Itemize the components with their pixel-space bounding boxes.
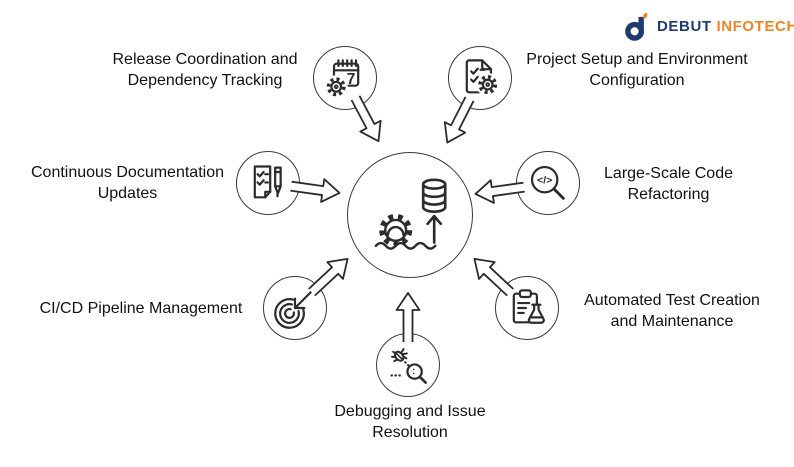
refactoring-label-line2: Refactoring	[627, 186, 710, 203]
checklist-gear-icon	[465, 59, 500, 97]
svg-text:7: 7	[347, 71, 356, 88]
release-label: Release Coordination and Dependency Trac…	[85, 49, 325, 91]
setup-arrow	[443, 96, 475, 144]
refactoring-node-circle: </>	[516, 151, 580, 215]
setup-label-line2: Configuration	[589, 72, 685, 89]
center-circle	[347, 152, 473, 278]
setup-label: Project Setup and Environment Configurat…	[517, 49, 757, 91]
debugging-label-line1: Debugging and Issue	[334, 403, 486, 420]
docs-label-line2: Updates	[97, 185, 158, 202]
logo-wordmark: DEBUT INFOTECH	[657, 18, 794, 35]
testing-label-line2: and Maintenance	[610, 313, 734, 330]
testing-label: Automated Test Creation and Maintenance	[567, 290, 777, 332]
logo-word-infotech: INFOTECH	[716, 18, 794, 35]
testing-arrow	[473, 258, 514, 297]
docs-node-circle	[236, 151, 300, 215]
testing-label-line1: Automated Test Creation	[584, 292, 760, 309]
clipboard-flask-icon	[512, 289, 545, 324]
refactoring-arrow	[474, 179, 525, 204]
cicd-label: CI/CD Pipeline Management	[25, 298, 257, 319]
release-node-circle: 7	[313, 46, 377, 110]
setup-node-circle	[448, 46, 512, 110]
debugging-label-line2: Resolution	[372, 424, 448, 441]
release-label-line1: Release Coordination and	[112, 51, 298, 68]
logo-word-debut: DEBUT	[657, 18, 712, 35]
docs-arrow	[290, 178, 341, 203]
debugging-label: Debugging and Issue Resolution	[308, 401, 512, 443]
cicd-label-line1: CI/CD Pipeline Management	[39, 300, 243, 317]
release-label-line2: Dependency Tracking	[127, 72, 283, 89]
calendar-gear-icon: 7	[324, 59, 360, 99]
refactoring-label: Large-Scale Code Refactoring	[581, 163, 756, 205]
debugging-arrow	[395, 292, 421, 342]
release-arrow	[350, 95, 382, 143]
cicd-arrow	[308, 258, 349, 297]
bug-magnifier-icon	[390, 348, 427, 384]
svg-text:</>: </>	[537, 176, 552, 187]
refactoring-label-line1: Large-Scale Code	[604, 165, 733, 182]
document-pen-icon	[253, 165, 282, 199]
docs-label-line1: Continuous Documentation	[30, 164, 224, 181]
docs-label: Continuous Documentation Updates	[10, 162, 245, 204]
target-arrow-icon	[274, 289, 314, 329]
setup-label-line1: Project Setup and Environment	[526, 51, 748, 68]
debugging-node-circle	[376, 333, 440, 397]
debut-infotech-logo-icon	[625, 12, 648, 41]
database-gear-deployment-icon	[370, 178, 450, 259]
debut-infotech-logo: DEBUT INFOTECH	[624, 11, 794, 42]
code-magnifier-icon: </>	[530, 165, 565, 200]
